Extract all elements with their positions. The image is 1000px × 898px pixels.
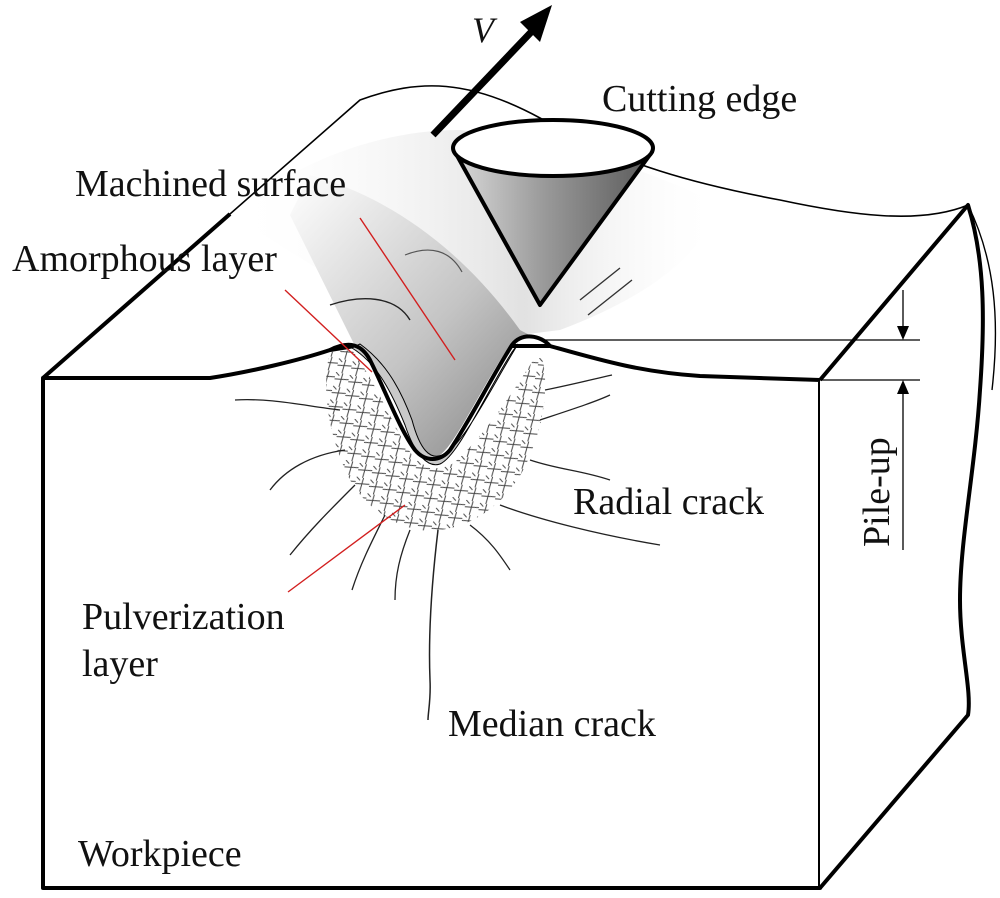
top-back-edge <box>42 85 969 379</box>
pile-up-dimension <box>540 290 920 550</box>
front-face <box>41 344 822 890</box>
leader-pulverization <box>287 504 406 593</box>
velocity-arrow <box>430 5 552 138</box>
workpiece-label: Workpiece <box>78 833 242 875</box>
pulverization-label-line1: Pulverization <box>82 596 285 638</box>
radial-crack-line <box>529 459 611 481</box>
leader-machined-surface <box>359 217 456 361</box>
median-crack-label: Median crack <box>448 703 656 745</box>
velocity-label: V <box>472 10 494 50</box>
leader-lines <box>284 217 456 593</box>
radial-crack-line <box>539 394 611 421</box>
radial-crack-line <box>499 504 661 546</box>
radial-crack-line <box>394 529 411 601</box>
groove-outline <box>329 334 552 461</box>
surface-scratch-1 <box>329 298 411 321</box>
radial-cracks <box>234 374 661 601</box>
machined-surface-label: Machined surface <box>75 163 347 205</box>
radial-crack-label: Radial crack <box>573 481 764 523</box>
crack-mesh <box>326 350 546 531</box>
surface-scratch-2 <box>404 249 463 273</box>
radial-crack-line <box>289 484 356 556</box>
side-wavy-edge <box>967 204 997 391</box>
radial-crack-line <box>269 449 346 491</box>
amorphous-layer-label: Amorphous layer <box>12 238 277 280</box>
pile-up-arrow-down-icon <box>897 326 909 340</box>
pile-up-label: Pile-up <box>856 437 898 547</box>
cutting-tool <box>451 118 655 307</box>
arrow-head-icon <box>520 5 552 42</box>
leader-amorphous-layer <box>284 289 373 373</box>
pulverization-label-line2: layer <box>82 643 158 685</box>
workpiece-block <box>41 85 997 890</box>
tool-top-ellipse <box>451 118 655 178</box>
side-face <box>818 203 985 890</box>
radial-crack-line <box>469 524 511 571</box>
cutting-edge-label: Cutting edge <box>602 78 798 120</box>
median-crack <box>427 529 439 721</box>
pile-up-arrow-up-icon <box>897 380 909 394</box>
pulverization-zone <box>326 350 546 531</box>
surface-scratch-3 <box>579 267 633 316</box>
radial-crack-line <box>544 374 613 391</box>
radial-crack-line <box>234 399 341 411</box>
groove <box>290 175 550 457</box>
top-left-edge <box>41 212 232 380</box>
